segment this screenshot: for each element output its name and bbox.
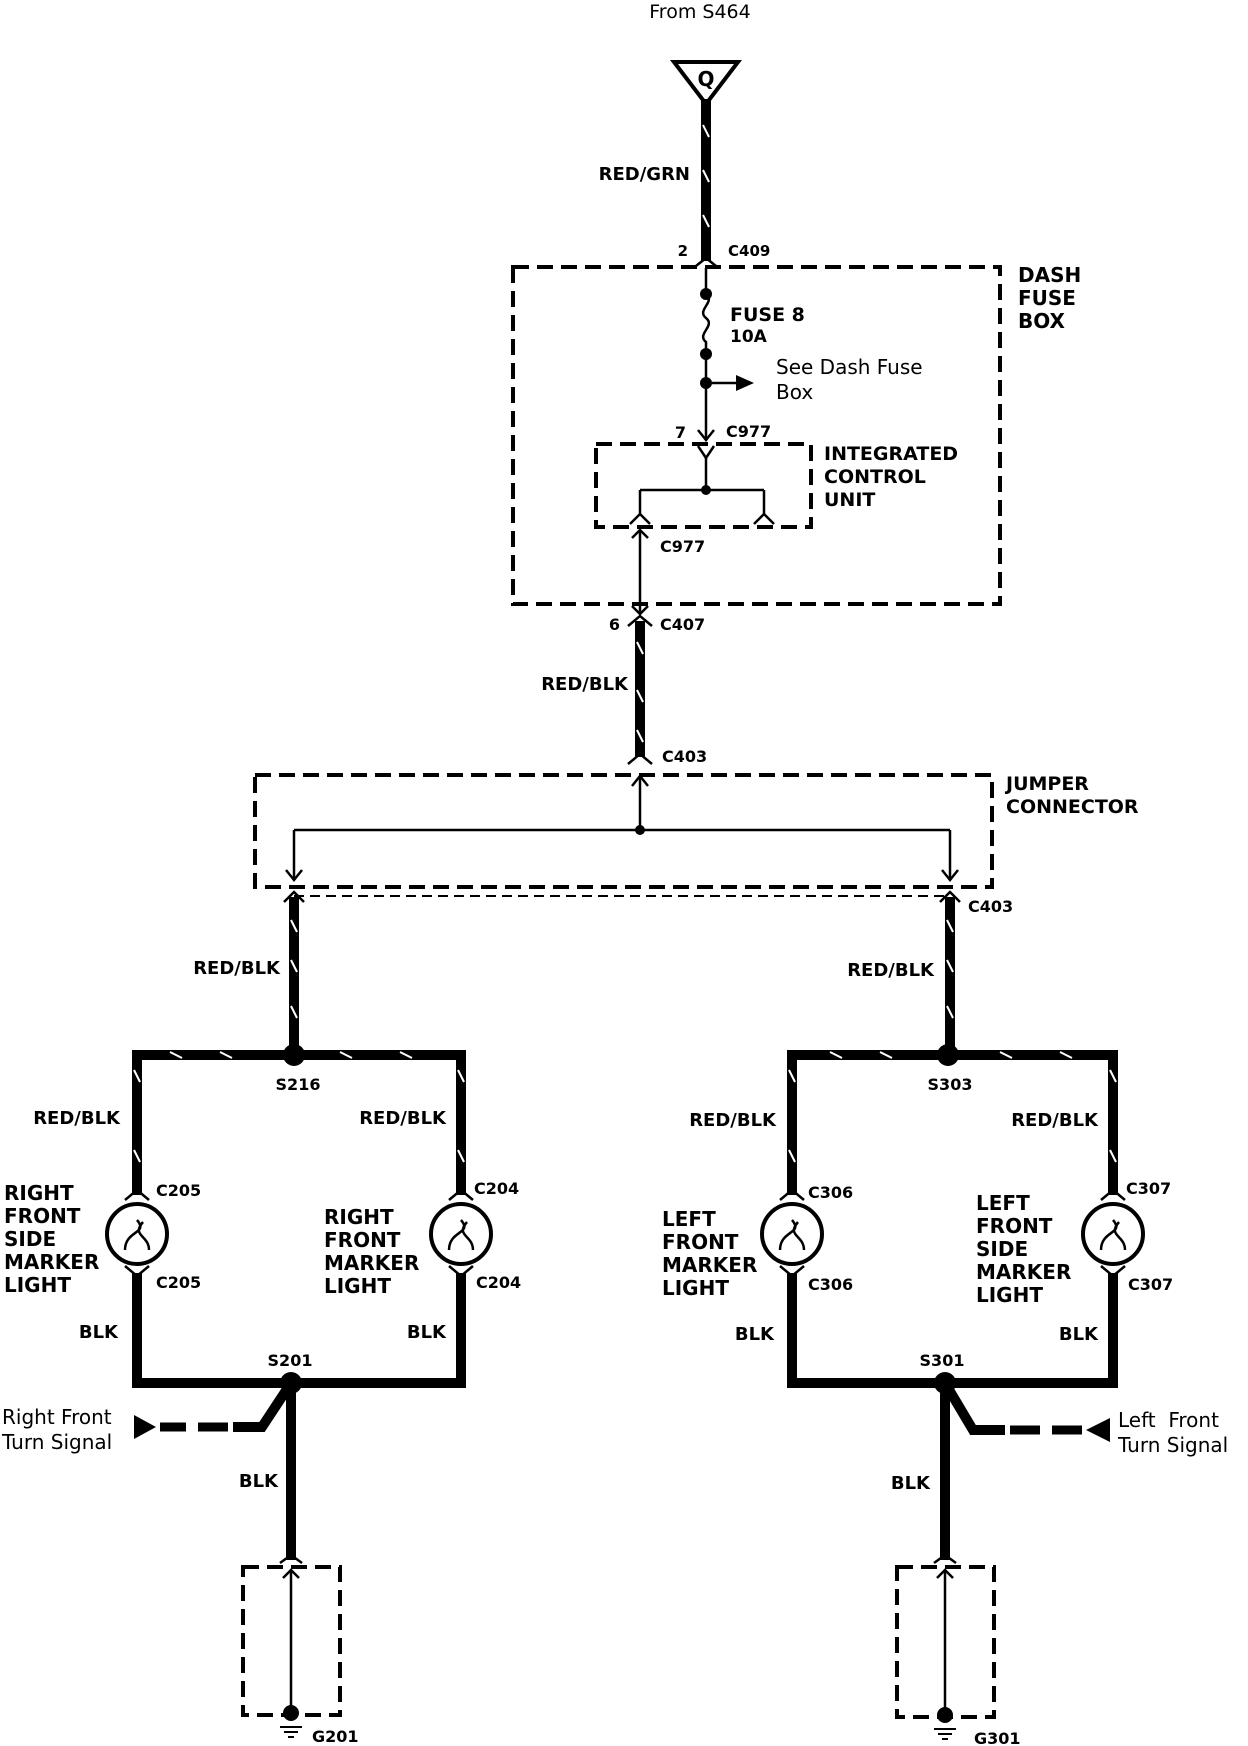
rf-marker-label-3: MARKER [324, 1251, 419, 1275]
c204-bottom-label: C204 [476, 1273, 521, 1292]
c306-top-label: C306 [808, 1183, 853, 1202]
rf-side-label-4: MARKER [4, 1250, 99, 1274]
lf-side-label-2: FRONT [976, 1214, 1053, 1238]
c977-top-label: C977 [726, 422, 771, 441]
c307-bottom-label: C307 [1128, 1275, 1173, 1294]
c407-label: C407 [660, 615, 705, 634]
source-label: From S464 [649, 1, 750, 23]
rf-side-label-1: RIGHT [4, 1181, 74, 1205]
wire-label-red-grn: RED/GRN [599, 164, 690, 185]
left-turn-signal-1: Left Front [1118, 1408, 1219, 1432]
wire-label-red-blk-rf-marker: RED/BLK [359, 1108, 447, 1129]
wire-label-blk-rf-marker: BLK [407, 1322, 447, 1343]
icu-title-2: CONTROL [824, 466, 926, 488]
splice-s216-label: S216 [276, 1075, 321, 1094]
wire-label-red-blk-lf-side: RED/BLK [1011, 1110, 1099, 1131]
dash-fuse-box-title-3: BOX [1018, 309, 1066, 333]
jumper-title-2: CONNECTOR [1006, 796, 1139, 818]
wire-label-red-blk-rf-side: RED/BLK [33, 1108, 121, 1129]
bulb-lf-side [1081, 1202, 1145, 1266]
rf-side-label-5: LIGHT [4, 1273, 71, 1297]
c977-pin: 7 [675, 423, 686, 442]
rf-marker-label-1: RIGHT [324, 1205, 394, 1229]
right-turn-signal-arrow [134, 1415, 156, 1439]
c403-top-label: C403 [662, 747, 707, 766]
c977-bottom-label: C977 [660, 537, 705, 556]
integrated-control-unit [594, 442, 813, 529]
splice-s201-label: S201 [268, 1351, 313, 1370]
icu-title-1: INTEGRATED [824, 443, 958, 465]
wire-label-red-blk-right: RED/BLK [847, 960, 935, 981]
bulb-lf-marker [760, 1202, 824, 1266]
rf-side-label-2: FRONT [4, 1204, 81, 1228]
fuse-name: FUSE 8 [730, 304, 805, 326]
icu-title-3: UNIT [824, 489, 875, 511]
left-turn-signal-2: Turn Signal [1117, 1433, 1228, 1457]
source-connector-triangle [669, 60, 743, 108]
c306-bottom-label: C306 [808, 1275, 853, 1294]
wire-label-blk-g301: BLK [891, 1473, 931, 1494]
lf-side-label-4: MARKER [976, 1260, 1071, 1284]
see-dash-fuse-box-line-2: Box [776, 380, 813, 404]
jumper-connector [253, 773, 994, 889]
ground-g301-label: G301 [974, 1729, 1021, 1746]
c409-pin: 2 [678, 242, 688, 260]
lf-side-label-1: LEFT [976, 1191, 1030, 1215]
dash-fuse-box-title-1: DASH [1018, 263, 1081, 287]
wire-label-blk-rf-side: BLK [79, 1322, 119, 1343]
see-dash-fuse-box-line-1: See Dash Fuse [776, 355, 923, 379]
wire-label-red-blk-left: RED/BLK [193, 958, 281, 979]
source-connector-letter: Q [697, 67, 714, 91]
c403-right-label: C403 [968, 897, 1013, 916]
c307-top-label: C307 [1126, 1179, 1171, 1198]
wire-label-red-blk-main: RED/BLK [541, 674, 629, 695]
splice-s301-label: S301 [920, 1351, 965, 1370]
ground-g201-label: G201 [312, 1727, 359, 1746]
lf-marker-label-2: FRONT [662, 1230, 739, 1254]
fuse-8-symbol [701, 293, 711, 354]
lf-marker-label-4: LIGHT [662, 1276, 729, 1300]
lf-side-label-5: LIGHT [976, 1283, 1043, 1307]
right-turn-signal-2: Turn Signal [1, 1430, 112, 1454]
fuse-rating: 10A [730, 327, 768, 347]
wire-label-blk-lf-side: BLK [1059, 1324, 1099, 1345]
lf-side-label-3: SIDE [976, 1237, 1028, 1261]
wire-label-red-blk-lf-marker: RED/BLK [689, 1110, 777, 1131]
right-turn-signal-1: Right Front [2, 1405, 112, 1429]
left-turn-signal-arrow [1086, 1418, 1110, 1442]
c205-top-label: C205 [156, 1181, 201, 1200]
dash-fuse-box-title-2: FUSE [1018, 286, 1076, 310]
splice-s303-label: S303 [928, 1075, 973, 1094]
splice-s303 [937, 1044, 959, 1066]
c204-top-label: C204 [474, 1179, 519, 1198]
wire-label-blk-g201: BLK [239, 1471, 279, 1492]
c407-pin: 6 [609, 615, 620, 634]
splice-s216 [283, 1044, 305, 1066]
lf-marker-label-1: LEFT [662, 1207, 716, 1231]
c409-label: C409 [728, 242, 770, 260]
dash-fuse-box [511, 265, 1002, 606]
jumper-title-1: JUMPER [1004, 773, 1089, 795]
bulb-rf-marker [429, 1202, 493, 1266]
rf-side-label-3: SIDE [4, 1227, 56, 1251]
lf-marker-label-3: MARKER [662, 1253, 757, 1277]
c205-bottom-label: C205 [156, 1273, 201, 1292]
see-dash-fuse-box-arrow [736, 375, 754, 391]
rf-marker-label-4: LIGHT [324, 1274, 391, 1298]
wire-label-blk-lf-marker: BLK [735, 1324, 775, 1345]
rf-marker-label-2: FRONT [324, 1228, 401, 1252]
bulb-rf-side [105, 1202, 169, 1266]
